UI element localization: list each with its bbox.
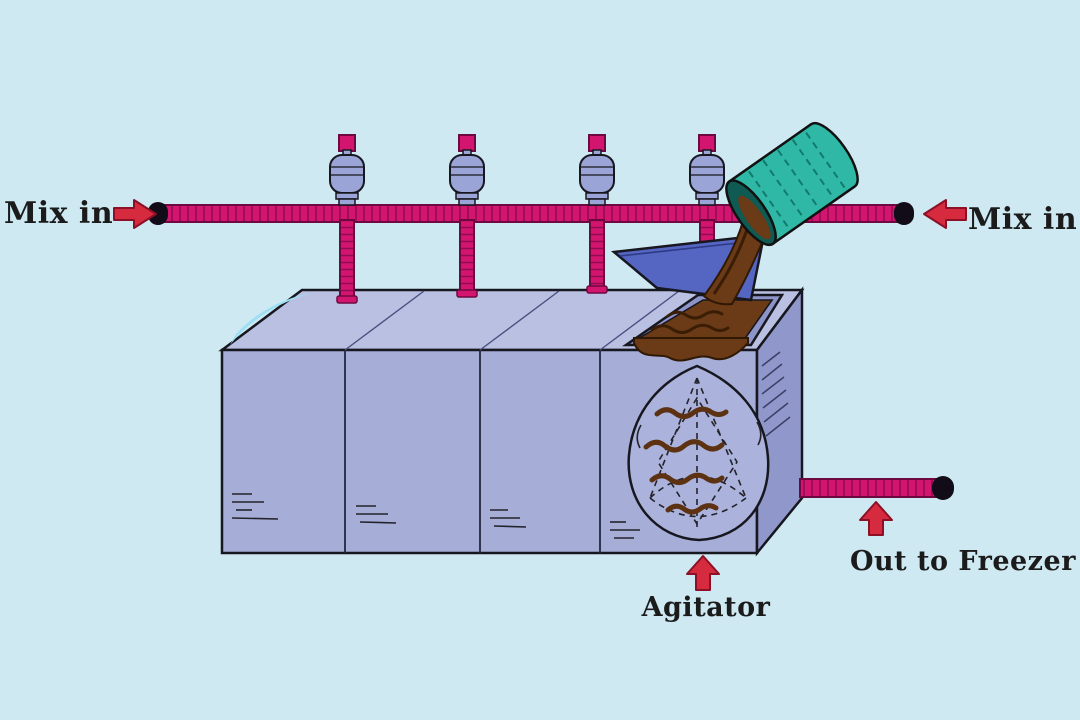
mix-in-left-label: Mix in [4,196,114,231]
down-pipe-1 [339,219,355,303]
panel-marks [231,493,640,539]
down-pipe-3 [589,219,605,293]
outlet-pipe [799,478,939,498]
bucket-mouth-chocolate [738,195,771,240]
out-to-freezer-label: Out to Freezer [850,546,1076,577]
funnel-edge [619,240,757,257]
fill-opening [622,293,785,362]
arrow-right-icon [113,199,157,229]
agitator-motion-marks [636,421,762,449]
agitator-whisk [649,377,747,528]
chocolate-spill [633,337,749,362]
mix-pipe-assembly [148,202,914,225]
agitator-cutaway [627,364,770,542]
pipe-cap-right [894,202,914,225]
valve-2 [449,134,485,206]
mix-in-right-label: Mix in [968,202,1078,237]
outlet-pipe-cap [932,476,954,500]
down-pipe-3-flange [586,285,608,294]
valve-1 [329,134,365,206]
down-pipe-2 [459,219,475,297]
section-dividers [344,350,601,553]
arrow-up-icon-out [859,501,893,536]
pour-bucket [725,121,859,247]
arrow-left-icon [923,199,967,229]
valve-3 [579,134,615,206]
chocolate-surface-waves [650,310,730,334]
valve-4 [689,134,725,206]
down-pipe-2-flange [456,289,478,298]
pipe-cap-left [148,202,168,225]
top-creases [344,290,680,351]
side-vent-hatch [761,351,791,437]
outlet-pipe-assembly [799,476,954,500]
agitator-label: Agitator [641,592,771,623]
down-pipes [336,219,715,304]
down-pipe-1-flange [336,295,358,304]
arrow-up-icon-agitator [686,555,720,591]
agitator-chocolate-waves [643,406,729,515]
